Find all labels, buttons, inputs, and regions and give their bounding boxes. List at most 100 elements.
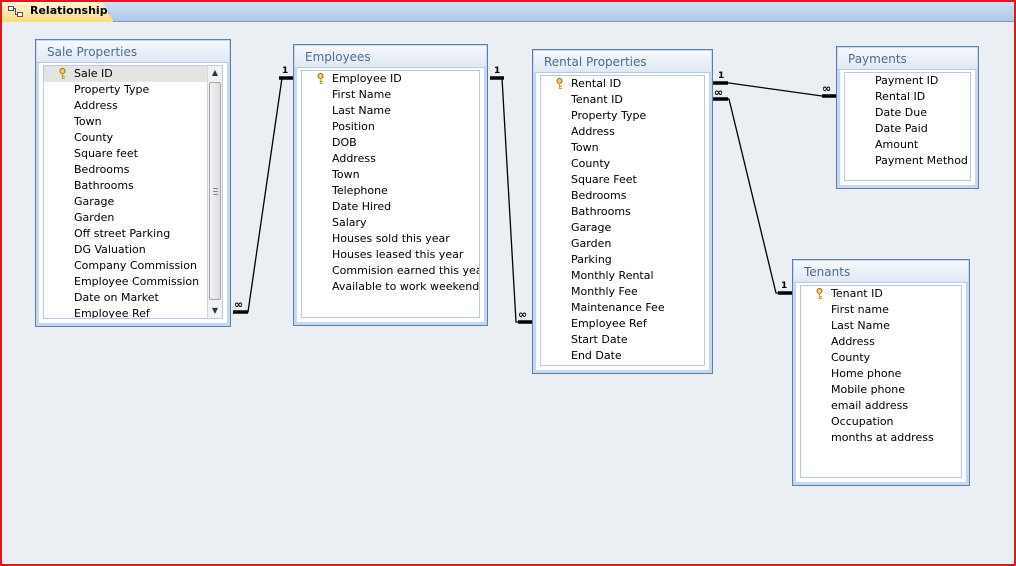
field-label: Date Hired [332, 200, 392, 213]
field-row[interactable]: Monthly Fee [541, 284, 704, 300]
field-row[interactable]: Tenant ID [801, 286, 961, 302]
tab-relationships[interactable]: Relationships [2, 2, 114, 22]
table-title[interactable]: Payments [838, 48, 977, 70]
field-row[interactable]: Last Name [801, 318, 961, 334]
field-row[interactable]: Start Date [541, 332, 704, 348]
field-row[interactable]: Garage [44, 194, 222, 210]
field-row[interactable]: Date Paid [845, 121, 970, 137]
field-label: Company Commission [74, 259, 197, 272]
field-row[interactable]: County [801, 350, 961, 366]
field-row[interactable]: Occupation [801, 414, 961, 430]
cardinality-many-label: ∞ [234, 298, 243, 311]
field-row[interactable]: Employee ID [302, 71, 479, 87]
field-row[interactable]: Mobile phone [801, 382, 961, 398]
field-row[interactable]: Garage [541, 220, 704, 236]
field-row[interactable]: County [541, 156, 704, 172]
field-row[interactable]: Home phone [801, 366, 961, 382]
field-row[interactable]: Employee Ref [541, 316, 704, 332]
relationship-line-rental-tenants [713, 98, 792, 294]
field-row[interactable]: Off street Parking [44, 226, 222, 242]
field-row[interactable]: DG Valuation [44, 242, 222, 258]
field-row[interactable]: First name [801, 302, 961, 318]
field-label: End Date [571, 349, 622, 362]
field-row[interactable]: Town [541, 140, 704, 156]
field-row[interactable]: Town [302, 167, 479, 183]
field-row[interactable]: Telephone [302, 183, 479, 199]
field-row[interactable]: Monthly Rental [541, 268, 704, 284]
field-row[interactable]: Payment Method [845, 153, 970, 169]
primary-key-icon [58, 68, 67, 80]
field-label: First name [831, 303, 889, 316]
field-label: Date Due [875, 106, 927, 119]
table-title[interactable]: Rental Properties [534, 51, 711, 73]
field-label: Property Type [74, 83, 150, 96]
scroll-thumb[interactable] [209, 82, 221, 300]
field-row[interactable]: Salary [302, 215, 479, 231]
field-row[interactable]: End Date [541, 348, 704, 364]
field-row[interactable]: Employee Commission [44, 274, 222, 290]
field-row[interactable]: Bathrooms [44, 178, 222, 194]
field-row[interactable]: DOB [302, 135, 479, 151]
field-row[interactable]: Garden [541, 236, 704, 252]
field-row[interactable]: Last Name [302, 103, 479, 119]
field-row[interactable]: Available to work weekends [302, 279, 479, 295]
field-label: email address [831, 399, 909, 412]
field-row[interactable]: Commision earned this year [302, 263, 479, 279]
scroll-up-arrow-icon[interactable]: ▲ [211, 68, 219, 77]
field-row[interactable]: Houses sold this year [302, 231, 479, 247]
scroll-down-arrow-icon[interactable]: ▼ [211, 306, 219, 315]
field-row[interactable]: Tenant ID [541, 92, 704, 108]
field-row[interactable]: Position [302, 119, 479, 135]
field-row[interactable]: Bathrooms [541, 204, 704, 220]
field-row[interactable]: months at address [801, 430, 961, 446]
field-row[interactable]: Property Type [541, 108, 704, 124]
field-row[interactable]: Bedrooms [541, 188, 704, 204]
relationship-line-employees-rental-properties [490, 77, 532, 323]
field-row[interactable]: Payment ID [845, 73, 970, 89]
field-row[interactable]: Address [44, 98, 222, 114]
table-title[interactable]: Sale Properties [37, 41, 229, 63]
field-label: Commision earned this year [332, 264, 480, 277]
field-row[interactable]: Employee Ref [44, 306, 222, 318]
field-row[interactable]: Sale ID [44, 66, 222, 82]
field-row[interactable]: Date Hired [302, 199, 479, 215]
field-label: Square feet [74, 147, 138, 160]
field-label: Sale ID [74, 67, 113, 80]
table-title[interactable]: Employees [295, 46, 486, 68]
field-row[interactable]: Parking [541, 252, 704, 268]
field-row[interactable]: Address [302, 151, 479, 167]
field-label: Employee ID [332, 72, 402, 85]
field-row[interactable]: Address [801, 334, 961, 350]
field-label: DG Valuation [74, 243, 146, 256]
field-row[interactable]: Amount [845, 137, 970, 153]
table-title[interactable]: Tenants [794, 261, 968, 283]
field-row[interactable]: Houses leased this year [302, 247, 479, 263]
field-row[interactable]: Rental ID [845, 89, 970, 105]
field-row[interactable]: Bedrooms [44, 162, 222, 178]
cardinality-many-label: ∞ [714, 86, 723, 99]
field-label: Property Type [571, 109, 647, 122]
field-row[interactable]: First Name [302, 87, 479, 103]
field-row[interactable]: Town [44, 114, 222, 130]
field-row[interactable]: Rental ID [541, 76, 704, 92]
field-row[interactable]: Property Type [44, 82, 222, 98]
field-label: Bathrooms [74, 179, 134, 192]
field-row[interactable]: Garden [44, 210, 222, 226]
field-row[interactable]: Company Commission [44, 258, 222, 274]
field-row[interactable]: Square feet [44, 146, 222, 162]
vertical-scrollbar[interactable]: ▲▼ [207, 66, 222, 318]
field-row[interactable]: Maintenance Fee [541, 300, 704, 316]
field-row[interactable]: Date Due [845, 105, 970, 121]
field-row[interactable]: Square Feet [541, 172, 704, 188]
field-row[interactable]: Date on Market [44, 290, 222, 306]
cardinality-many-label: ∞ [518, 308, 527, 321]
field-row[interactable]: County [44, 130, 222, 146]
field-row[interactable]: Address [541, 124, 704, 140]
field-label: Tenant ID [831, 287, 883, 300]
field-row[interactable]: email address [801, 398, 961, 414]
